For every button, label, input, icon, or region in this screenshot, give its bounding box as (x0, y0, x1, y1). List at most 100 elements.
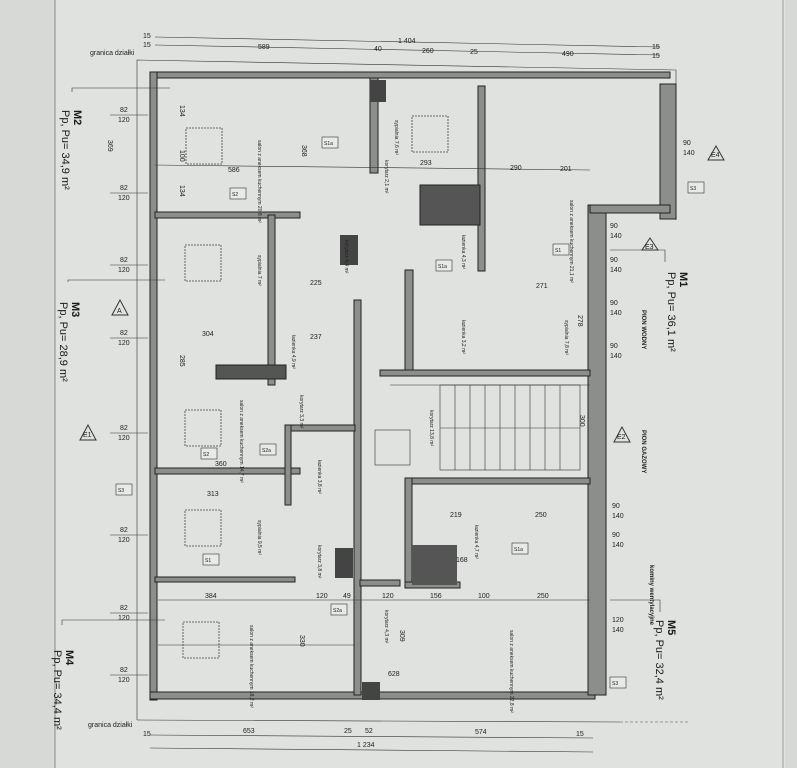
dim-top-end2: 15 (652, 53, 660, 60)
window-height: 120 (118, 267, 130, 274)
interior-dimension: 134 (178, 105, 185, 117)
unit-area: Pp, Pu= 28,9 m² (57, 302, 69, 382)
dim-bottom-end: 15 (576, 731, 584, 738)
symbol-tag: S1a (514, 547, 523, 553)
window-width: 82 (120, 605, 128, 612)
window-height: 120 (118, 435, 130, 442)
unit-area: Pp, Pu= 32,4 m² (653, 620, 665, 700)
boundary-label-top: granica działki (90, 50, 135, 57)
note-ventilation-chimneys: kominy wentylacyjne (648, 565, 654, 626)
dim-top-d5: 490 (562, 51, 574, 58)
symbol-tag: S2a (262, 448, 271, 454)
interior-dimension: 278 (576, 315, 583, 327)
plot-boundary-bottom (136, 719, 621, 723)
unit-label-m1: M1 Pp, Pu= 36,1 m² (665, 272, 689, 352)
unit-label-m2: M2 Pp, Pu= 34,9 m² (59, 110, 83, 190)
boundary-label-bottom: granica działki (88, 722, 133, 729)
interior-dimension: 313 (207, 491, 219, 498)
interior-dimension: 309 (398, 630, 405, 642)
unit-label-m5: M5 Pp, Pu= 32,4 m² (653, 620, 677, 700)
room-label: łazienka 3,2 m² (460, 320, 466, 354)
interior-dimension: 201 (560, 166, 572, 173)
window-width: 90 (610, 223, 618, 230)
unit-leader-lines (61, 87, 666, 625)
symbol-tag: S3 (690, 186, 696, 192)
interior-dimension: 384 (205, 593, 217, 600)
window-width: 82 (120, 425, 128, 432)
window-width: 90 (612, 532, 620, 539)
symbol-tag: S1a (438, 264, 447, 270)
dim-bottom-d3: 52 (365, 728, 373, 735)
window-width: 82 (120, 330, 128, 337)
bottom-dimensions: 15 653 25 52 574 15 1 234 granica działk… (88, 722, 594, 753)
interior-dimension: 369 (106, 140, 113, 152)
dim-bottom-total: 1 234 (357, 742, 375, 749)
room-label: sypialnia 7,6 m² (393, 120, 399, 155)
interior-dimension: 330 (298, 635, 305, 647)
room-label: korytarz 3,8 m² (316, 545, 322, 579)
dim-bottom-d4: 574 (475, 729, 487, 736)
interior-dimension: 100 (478, 593, 490, 600)
interior-dimension: 271 (536, 283, 548, 290)
interior-dimension: 300 (578, 415, 585, 427)
section-e4: E4 (711, 152, 720, 159)
section-e2: E2 (617, 434, 626, 441)
dim-top-d3: 260 (422, 48, 434, 55)
window-height: 120 (118, 340, 130, 347)
interior-dimension: 285 (178, 355, 185, 367)
window-width: 90 (683, 140, 691, 147)
room-label: łazienka 3,8 m² (316, 460, 322, 494)
unit-name: M4 (63, 650, 75, 666)
window-width: 82 (120, 107, 128, 114)
room-label: salon z aneksem kuchennym 22,8 m² (508, 630, 514, 713)
dim-top-end1: 15 (652, 44, 660, 51)
window-width: 120 (612, 617, 624, 624)
unit-area: Pp, Pu= 36,1 m² (665, 272, 677, 352)
window-width: 90 (612, 503, 620, 510)
window-height: 140 (612, 542, 624, 549)
interior-dimension: 237 (310, 334, 322, 341)
symbol-tag: S3 (612, 681, 618, 687)
top-dimensions: 15 15 1 404 589 40 260 25 490 15 15 gran… (90, 33, 661, 60)
section-e3: E3 (645, 244, 654, 251)
room-label: sypialnia 9,5 m² (256, 520, 262, 555)
unit-area: Pp, Pu= 34,9 m² (59, 110, 71, 190)
room-label: salon z aneksem kuchennym 20,8 m² (256, 140, 262, 223)
room-labels: salon z aneksem kuchennym 20,8 m² sypialn… (238, 120, 574, 713)
window-width: 90 (610, 300, 618, 307)
interior-dimension: 368 (300, 145, 307, 157)
room-label: salon z aneksem kuchennym 14,7 m² (238, 400, 244, 483)
window-width: 90 (610, 343, 618, 350)
window-width: 82 (120, 667, 128, 674)
interior-dimension: 156 (430, 593, 442, 600)
dim-bottom-d1: 653 (243, 728, 255, 735)
unit-name: M3 (69, 302, 81, 317)
dim-top-d4: 25 (470, 49, 478, 56)
window-height: 140 (612, 627, 624, 634)
window-height: 120 (118, 195, 130, 202)
staircase (154, 164, 591, 646)
interior-dimension: 628 (388, 671, 400, 678)
window-height: 140 (610, 267, 622, 274)
room-label: korytarz 3,3 m² (298, 395, 304, 429)
symbol-box (687, 181, 705, 194)
interior-dimension: 304 (202, 331, 214, 338)
note-water-riser: PION WODNY (640, 310, 646, 349)
symbol-tag: S2a (333, 608, 342, 614)
room-label: łazienka 4,7 m² (473, 525, 479, 559)
room-label: łazienka 4,3 m² (460, 235, 466, 269)
interior-dimension: 250 (535, 512, 547, 519)
interior-dimension: 586 (228, 167, 240, 174)
window-height: 120 (118, 615, 130, 622)
room-label: korytarz 4,3 m² (383, 610, 389, 644)
symbol-tag: S1 (205, 558, 211, 564)
dim-bottom-start: 15 (143, 731, 151, 738)
interior-dimension: 293 (420, 160, 432, 167)
interior-dimension: 250 (537, 593, 549, 600)
dim-top-offset2: 15 (143, 42, 151, 49)
symbol-box (435, 259, 453, 272)
symbol-tag: S2 (203, 452, 209, 458)
room-label: salon z aneksem kuchennym 21,1 m² (568, 200, 574, 283)
dim-top-total: 1 404 (398, 38, 416, 45)
